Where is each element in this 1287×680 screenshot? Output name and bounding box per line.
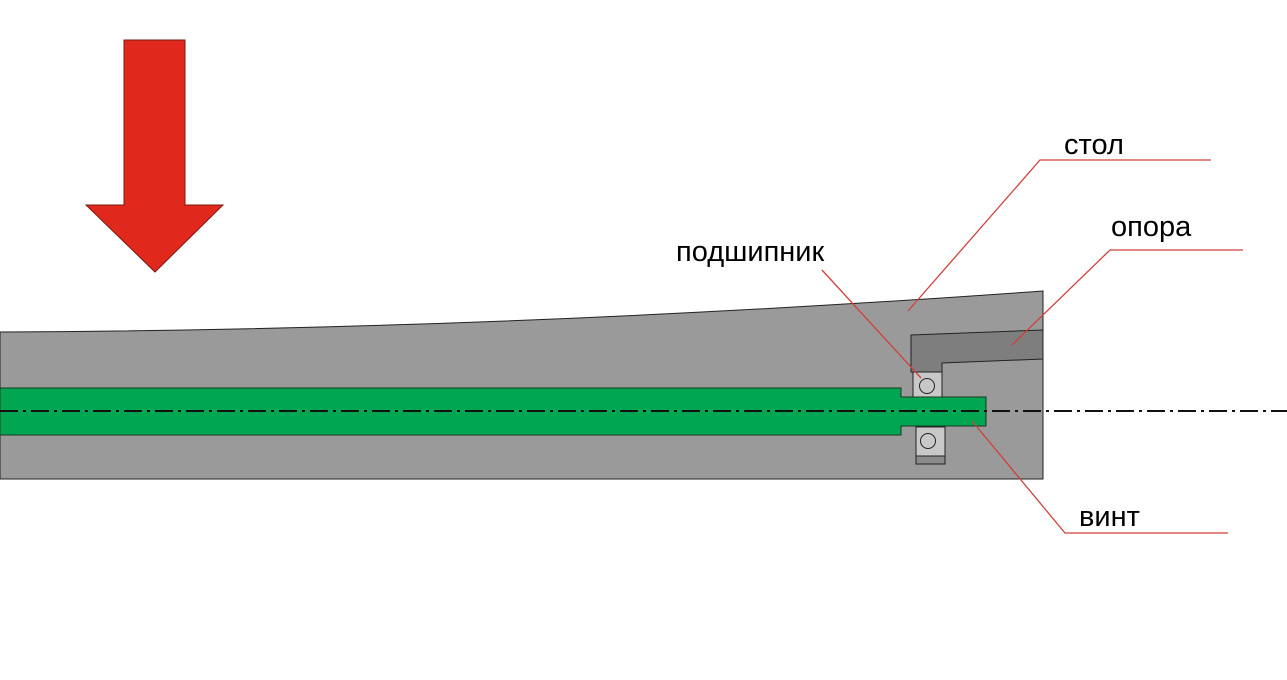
leader-support <box>1011 249 1243 346</box>
table-body <box>0 290 1044 480</box>
force-arrow <box>84 39 225 273</box>
label-table: стол <box>1064 129 1124 161</box>
leader-screw <box>971 420 1228 534</box>
label-bearing: подшипник <box>676 236 824 268</box>
screw <box>0 387 987 436</box>
leader-table <box>907 159 1211 312</box>
support <box>910 329 1044 373</box>
label-support: опора <box>1111 211 1192 243</box>
leader-bearing <box>821 269 922 379</box>
bearing-bottom <box>915 426 946 465</box>
bearing-top <box>912 371 943 398</box>
label-screw: винт <box>1079 501 1140 533</box>
